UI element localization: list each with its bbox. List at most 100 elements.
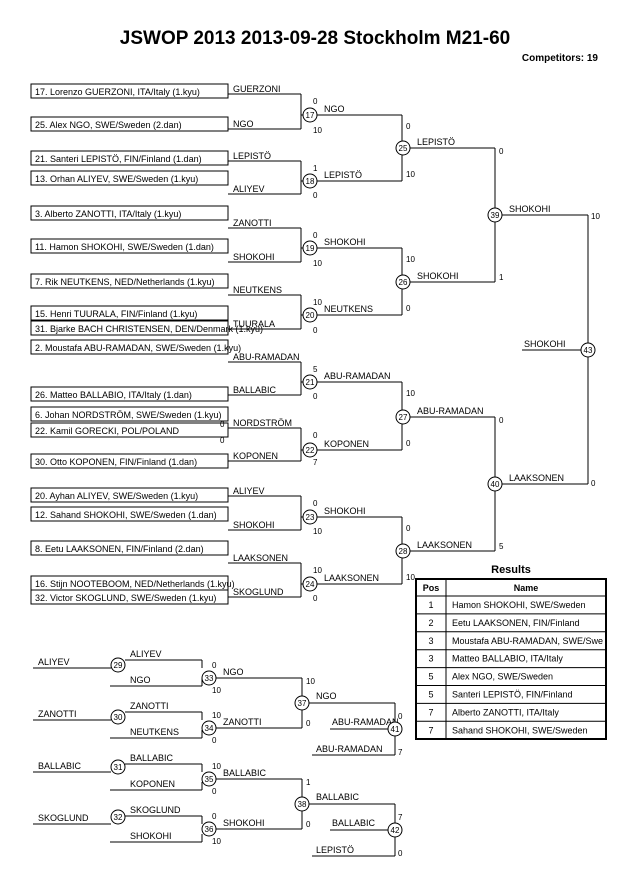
entry-box bbox=[30, 422, 229, 438]
winner-label: BALLABIC bbox=[223, 768, 267, 778]
score: 0 bbox=[398, 712, 403, 721]
bracket-label: ZANOTTI bbox=[233, 218, 272, 228]
repechage-label: KOPONEN bbox=[130, 779, 175, 789]
competitor-entry: 3. Alberto ZANOTTI, ITA/Italy (1.kyu) bbox=[35, 209, 181, 219]
bracket-label: TUURALA bbox=[233, 319, 275, 329]
winner-label: ZANOTTI bbox=[223, 717, 262, 727]
score: 5 bbox=[499, 542, 504, 551]
competitor-entry: 13. Orhan ALIYEV, SWE/Sweden (1.kyu) bbox=[35, 174, 198, 184]
results-name: Eetu LAAKSONEN, FIN/Finland bbox=[452, 618, 580, 628]
score: 10 bbox=[313, 298, 322, 307]
match-node-number: 29 bbox=[114, 661, 123, 670]
results-name: Sahand SHOKOHI, SWE/Sweden bbox=[452, 725, 588, 735]
score: 0 bbox=[591, 479, 596, 488]
repechage-left-label: ZANOTTI bbox=[38, 709, 77, 719]
entry-box bbox=[30, 540, 229, 556]
repechage-left-label: BALLABIC bbox=[38, 761, 82, 771]
competitor-entry: 25. Alex NGO, SWE/Sweden (2.dan) bbox=[35, 120, 182, 130]
results-pos: 7 bbox=[428, 707, 433, 717]
results-name: Santeri LEPISTÖ, FIN/Finland bbox=[452, 690, 573, 700]
bracket-label: GUERZONI bbox=[233, 84, 281, 94]
competitor-entry: 32. Victor SKOGLUND, SWE/Sweden (1.kyu) bbox=[35, 593, 216, 603]
results-pos: 1 bbox=[428, 600, 433, 610]
score: 10 bbox=[591, 212, 600, 221]
match-node bbox=[580, 342, 596, 358]
winner-label: LAAKSONEN bbox=[417, 540, 472, 550]
match-node bbox=[387, 822, 403, 838]
competitor-entry: 17. Lorenzo GUERZONI, ITA/Italy (1.kyu) bbox=[35, 87, 200, 97]
results-name: Matteo BALLABIO, ITA/Italy bbox=[452, 654, 563, 664]
bronze-winner-label: BALLABIC bbox=[332, 818, 376, 828]
winner-label: ABU-RAMADAN bbox=[324, 371, 391, 381]
winner-label: SHOKOHI bbox=[223, 818, 265, 828]
competitors-count: 19 bbox=[587, 53, 599, 64]
bracket-label: LAAKSONEN bbox=[233, 553, 288, 563]
score: 0 bbox=[220, 436, 225, 445]
competitor-entry: 8. Eetu LAAKSONEN, FIN/Finland (2.dan) bbox=[35, 544, 204, 554]
repechage-label: ALIYEV bbox=[130, 649, 162, 659]
score: 0 bbox=[406, 122, 411, 131]
score: 0 bbox=[212, 787, 217, 796]
match-node-number: 41 bbox=[391, 725, 400, 734]
match-node-number: 25 bbox=[399, 144, 408, 153]
score: 7 bbox=[398, 748, 403, 757]
entry-box bbox=[30, 305, 229, 321]
match-node-number: 40 bbox=[491, 480, 500, 489]
bracket-label: NORDSTRÖM bbox=[233, 418, 292, 428]
page-title: JSWOP 2013 2013-09-28 Stockholm M21-60 bbox=[120, 28, 510, 49]
entry-box bbox=[30, 487, 229, 503]
winner-label: SHOKOHI bbox=[417, 271, 459, 281]
results-pos: 5 bbox=[428, 672, 433, 682]
match-node-number: 26 bbox=[399, 278, 408, 287]
entry-box bbox=[30, 320, 229, 336]
bracket-label: LEPISTÖ bbox=[233, 151, 271, 161]
score: 0 bbox=[406, 304, 411, 313]
score: 10 bbox=[313, 259, 322, 268]
entry-box bbox=[30, 116, 229, 132]
main-bracket: 17. Lorenzo GUERZONI, ITA/Italy (1.kyu) 2… bbox=[30, 83, 600, 605]
score: 0 bbox=[313, 231, 318, 240]
competitor-entry: 12. Sahand SHOKOHI, SWE/Sweden (1.dan) bbox=[35, 510, 217, 520]
entry-box bbox=[30, 273, 229, 289]
match-node-number: 36 bbox=[205, 825, 214, 834]
score: 5 bbox=[313, 365, 318, 374]
score: 0 bbox=[212, 661, 217, 670]
bracket-label: SHOKOHI bbox=[233, 252, 275, 262]
bracket-label: ALIYEV bbox=[233, 184, 265, 194]
competitor-entry: 20. Ayhan ALIYEV, SWE/Sweden (1.kyu) bbox=[35, 491, 198, 501]
score: 10 bbox=[212, 686, 221, 695]
score: 0 bbox=[220, 420, 225, 429]
winner-label: NGO bbox=[324, 104, 345, 114]
score: 0 bbox=[212, 812, 217, 821]
score: 0 bbox=[306, 820, 311, 829]
score: 10 bbox=[313, 527, 322, 536]
score: 7 bbox=[313, 458, 318, 467]
bracket-label: KOPONEN bbox=[233, 451, 278, 461]
match-node-number: 34 bbox=[205, 724, 214, 733]
repechage-label: SKOGLUND bbox=[130, 805, 181, 815]
match-node-number: 23 bbox=[306, 513, 315, 522]
match-node-number: 37 bbox=[298, 699, 307, 708]
results-title: Results bbox=[491, 564, 531, 576]
winner-label: NEUTKENS bbox=[324, 304, 373, 314]
bracket-label: NEUTKENS bbox=[233, 285, 282, 295]
match-node-number: 33 bbox=[205, 674, 214, 683]
score: 1 bbox=[306, 778, 311, 787]
competitor-entry: 15. Henri TUURALA, FIN/Finland (1.kyu) bbox=[35, 309, 197, 319]
match-node-number: 18 bbox=[306, 177, 315, 186]
repechage-label: BALLABIC bbox=[130, 753, 174, 763]
score: 10 bbox=[313, 126, 322, 135]
score: 0 bbox=[313, 594, 318, 603]
entry-box bbox=[30, 406, 229, 422]
score: 10 bbox=[306, 677, 315, 686]
match-node-number: 21 bbox=[306, 378, 315, 387]
competitor-entry: 6. Johan NORDSTRÖM, SWE/Sweden (1.kyu) bbox=[35, 410, 222, 420]
repechage-feed-label: LEPISTÖ bbox=[316, 845, 354, 855]
match-node-number: 32 bbox=[114, 813, 123, 822]
